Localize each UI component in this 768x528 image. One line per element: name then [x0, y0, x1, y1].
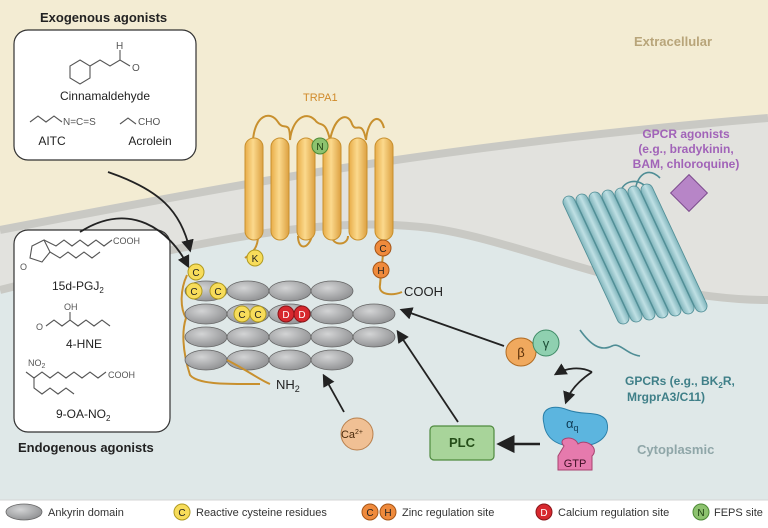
trpa1-helices — [244, 137, 394, 241]
hne-oh: OH — [64, 302, 78, 312]
g-gamma-subunit — [532, 329, 560, 357]
acrolein-structure — [119, 117, 137, 125]
gpcr-agonists-line1: GPCR agonists — [642, 127, 730, 141]
calcium-sites — [277, 305, 311, 323]
gpcrs-line1: GPCRs (e.g., BK2R, — [625, 374, 735, 390]
ca-site-2-label: D — [298, 310, 305, 321]
legend: Ankyrin domain C Reactive cysteine resid… — [5, 503, 763, 521]
hne-label: 4-HNE — [66, 337, 102, 351]
trpa1-label: TRPA1 — [303, 92, 338, 104]
n-terminus-tail — [226, 359, 271, 385]
exogenous-arrow — [107, 171, 194, 253]
helix-s6 — [374, 137, 394, 241]
legend-zinc-label: Zinc regulation site — [402, 507, 494, 519]
legend-cysteine-swatch — [173, 503, 191, 521]
zinc-h-label: H — [377, 266, 384, 277]
calcium-ion-label: Ca2+ — [341, 429, 363, 441]
acrolein-label: Acrolein — [128, 134, 171, 148]
legend-cysteine-symbol: C — [178, 508, 185, 519]
legend-ankyrin-label: Ankyrin domain — [48, 507, 124, 519]
calcium-activation-arrow — [322, 373, 345, 413]
membrane-outer-edge — [0, 114, 768, 234]
g-alpha-label: αq — [566, 416, 579, 433]
cinnamaldehyde-o: O — [132, 63, 140, 74]
acrolein-group: CHO — [138, 117, 160, 128]
zinc-c-label: C — [379, 244, 386, 255]
legend-calcium-label: Calcium regulation site — [558, 507, 669, 519]
cinnamaldehyde-structure — [69, 50, 131, 85]
cys-2-label: C — [190, 287, 197, 298]
gpcr-helices — [562, 183, 708, 325]
legend-ankyrin-swatch — [5, 503, 43, 521]
helix-s3 — [296, 137, 316, 241]
hne-structure — [45, 312, 111, 327]
helix-s2 — [270, 137, 290, 241]
feps-site — [311, 137, 329, 155]
gbg-activation-arrow — [399, 307, 505, 347]
aitc-label: AITC — [38, 134, 66, 148]
plc-label: PLC — [449, 435, 476, 450]
legend-zinc-h-symbol: H — [384, 508, 391, 519]
gpcr-agonist-ligand — [669, 173, 709, 213]
gpcrs-line2: MrgprA3/C11) — [627, 390, 705, 404]
cys-3-label: C — [214, 287, 221, 298]
galpha-release-arrow — [563, 371, 593, 405]
oa-cooh: COOH — [108, 370, 135, 380]
gpcr-agonists-line2: (e.g., bradykinin, — [638, 142, 733, 156]
helix-s4 — [322, 137, 342, 241]
exogenous-box — [13, 29, 197, 161]
helix-s1 — [244, 137, 264, 241]
g-gamma-label: γ — [543, 336, 550, 351]
cytoplasmic-label: Cytoplasmic — [637, 442, 714, 457]
pgj2-cooh: COOH — [113, 236, 140, 246]
lysine-label: K — [252, 254, 259, 265]
extracellular-label: Extracellular — [634, 34, 712, 49]
legend-cysteine-label: Reactive cysteine residues — [196, 507, 327, 519]
endogenous-box — [13, 229, 171, 433]
hne-o: O — [36, 322, 43, 332]
calcium-ion — [340, 417, 374, 451]
cys-1-label: C — [192, 268, 199, 279]
gtp-label: GTP — [564, 458, 587, 470]
cys-5-label: C — [254, 310, 261, 321]
legend-calcium-symbol: D — [540, 508, 547, 519]
gbg-release-arrow — [553, 363, 593, 376]
legend-calcium-swatch — [535, 503, 553, 521]
pgj2-label: 15d-PGJ2 — [52, 279, 104, 295]
pgj2-structure — [29, 239, 113, 263]
pgj2-o: O — [20, 262, 27, 272]
endogenous-arrow — [79, 217, 190, 269]
legend-zinc-h-swatch — [379, 503, 397, 521]
cys-4-label: C — [238, 310, 245, 321]
cooh-label: COOH — [404, 284, 443, 299]
reactive-cysteines — [185, 263, 267, 323]
legend-feps-label: FEPS site — [714, 507, 763, 519]
endogenous-title: Endogenous agonists — [18, 440, 154, 455]
legend-zinc-c-symbol: C — [366, 508, 373, 519]
aitc-group: N=C=S — [63, 117, 96, 128]
oa-no2-group: NO2 — [28, 358, 46, 370]
lysine-residue — [246, 249, 264, 267]
g-beta-label: β — [517, 345, 524, 360]
oa-no2-structure — [25, 371, 107, 395]
zinc-sites — [372, 239, 392, 279]
legend-feps-swatch — [692, 503, 710, 521]
aitc-structure — [29, 115, 63, 123]
cinnamaldehyde-label: Cinnamaldehyde — [60, 89, 150, 103]
legend-zinc-c-swatch — [361, 503, 379, 521]
feps-site-label: N — [316, 142, 323, 153]
nh2-label: NH2 — [276, 377, 300, 394]
legend-feps-symbol: N — [697, 508, 704, 519]
exogenous-title: Exogenous agonists — [40, 10, 167, 25]
oa-label: 9-OA-NO2 — [56, 407, 111, 423]
cinnamaldehyde-h: H — [116, 41, 123, 52]
gpcr-agonists-line3: BAM, chloroquine) — [633, 157, 740, 171]
helix-s5 — [348, 137, 368, 241]
plc-enzyme — [429, 425, 495, 461]
ca-site-1-label: D — [282, 310, 289, 321]
gtp-molecule — [557, 437, 595, 471]
plc-activation-arrow — [396, 329, 459, 423]
